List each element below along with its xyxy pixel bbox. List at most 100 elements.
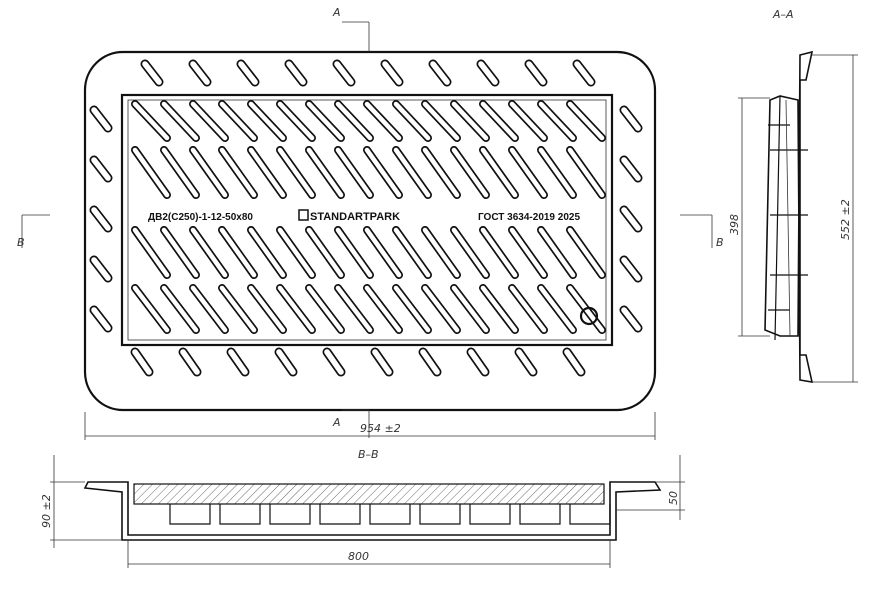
slot bbox=[91, 207, 111, 231]
slot bbox=[478, 61, 498, 85]
slot bbox=[480, 227, 518, 278]
slot bbox=[190, 101, 228, 141]
rib bbox=[369, 504, 411, 525]
slot bbox=[238, 61, 258, 85]
slot bbox=[286, 61, 306, 85]
rib bbox=[219, 504, 261, 525]
bb-dimension-lines bbox=[50, 455, 685, 568]
slot bbox=[509, 147, 547, 198]
slot bbox=[480, 147, 518, 198]
plan-view: ДВ2(С250)-1-12-50х80 STANDARTPARK ГОСТ 3… bbox=[83, 50, 657, 412]
slot bbox=[538, 101, 576, 141]
frame-outline bbox=[83, 50, 657, 412]
slot bbox=[190, 147, 228, 198]
slot bbox=[91, 157, 111, 181]
casting-standard-text: ГОСТ 3634-2019 2025 bbox=[478, 212, 580, 223]
slot bbox=[219, 101, 257, 141]
slot bbox=[364, 227, 402, 278]
slot bbox=[219, 285, 257, 333]
slot bbox=[190, 61, 210, 85]
slot bbox=[372, 349, 392, 375]
slot bbox=[306, 101, 344, 141]
slot bbox=[276, 349, 296, 375]
slot bbox=[334, 61, 354, 85]
slot bbox=[509, 285, 547, 333]
slot bbox=[451, 147, 489, 198]
slot bbox=[516, 349, 536, 375]
section-aa-view bbox=[764, 50, 814, 383]
rib bbox=[269, 504, 311, 525]
section-lines bbox=[21, 21, 713, 438]
slot bbox=[161, 147, 199, 198]
slot bbox=[621, 157, 641, 181]
slot bbox=[574, 61, 594, 85]
slot bbox=[228, 349, 248, 375]
slot bbox=[420, 349, 440, 375]
slot bbox=[422, 147, 460, 198]
slot bbox=[364, 285, 402, 333]
rib bbox=[169, 504, 211, 525]
slot bbox=[248, 147, 286, 198]
slot bbox=[190, 227, 228, 278]
slot bbox=[132, 101, 170, 141]
slot bbox=[306, 147, 344, 198]
slot bbox=[393, 285, 431, 333]
slot bbox=[161, 285, 199, 333]
slot bbox=[190, 285, 228, 333]
slot bbox=[219, 227, 257, 278]
section-bb-title: B–B bbox=[358, 448, 379, 461]
depth-dimension: 90 ±2 bbox=[40, 494, 53, 528]
lifting-hole bbox=[579, 306, 599, 326]
slot bbox=[567, 227, 605, 278]
slot bbox=[621, 107, 641, 131]
slot bbox=[161, 101, 199, 141]
slot bbox=[567, 101, 605, 141]
slot bbox=[248, 227, 286, 278]
slot bbox=[142, 61, 162, 85]
slot bbox=[509, 101, 547, 141]
rib bbox=[419, 504, 461, 525]
slot bbox=[91, 257, 111, 281]
section-mark-b-left: B bbox=[17, 236, 25, 249]
slot bbox=[335, 101, 373, 141]
slot bbox=[324, 349, 344, 375]
section-bb-view bbox=[83, 481, 662, 541]
brand-logo-icon bbox=[298, 209, 309, 221]
width-dimension: 954 ±2 bbox=[360, 422, 401, 435]
slot bbox=[538, 227, 576, 278]
slot bbox=[248, 101, 286, 141]
slot bbox=[132, 349, 152, 375]
slot bbox=[564, 349, 584, 375]
slot bbox=[480, 285, 518, 333]
slot bbox=[335, 147, 373, 198]
slot bbox=[538, 147, 576, 198]
slot bbox=[422, 285, 460, 333]
width-dimension-lines bbox=[84, 412, 656, 440]
slot bbox=[422, 227, 460, 278]
slot bbox=[430, 61, 450, 85]
slot bbox=[451, 101, 489, 141]
rib bbox=[569, 504, 611, 525]
slot bbox=[161, 227, 199, 278]
slot bbox=[132, 147, 170, 198]
rib bbox=[469, 504, 511, 525]
slot bbox=[277, 227, 315, 278]
grate-depth-dimension: 50 bbox=[667, 491, 680, 505]
slot bbox=[277, 101, 315, 141]
casting-model-text: ДВ2(С250)-1-12-50х80 bbox=[148, 212, 253, 223]
slot bbox=[248, 285, 286, 333]
slot bbox=[91, 107, 111, 131]
slot bbox=[382, 61, 402, 85]
slot bbox=[219, 147, 257, 198]
grate-outline bbox=[120, 93, 614, 347]
slot bbox=[132, 285, 170, 333]
slot bbox=[335, 227, 373, 278]
slot bbox=[277, 285, 315, 333]
height-dimension: 552 ±2 bbox=[839, 199, 852, 240]
rib bbox=[519, 504, 561, 525]
slot-pattern bbox=[89, 59, 643, 377]
section-mark-a-bottom: A bbox=[332, 416, 341, 429]
slot bbox=[468, 349, 488, 375]
section-mark-a-top: A bbox=[332, 6, 341, 19]
